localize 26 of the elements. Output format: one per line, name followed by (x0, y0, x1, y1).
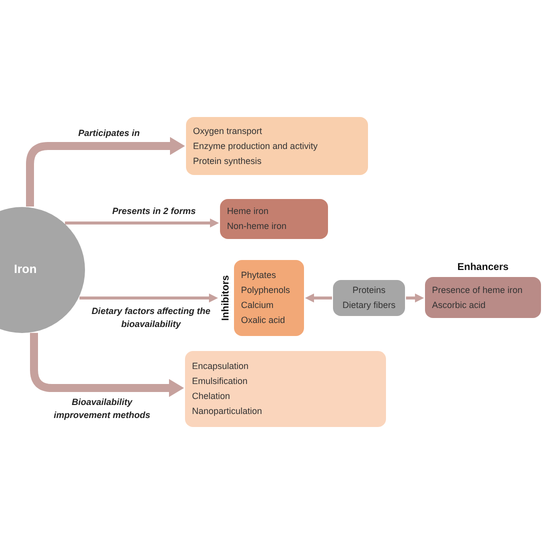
list-item: Proteins (352, 284, 386, 297)
arrow (79, 294, 218, 302)
list-item: Calcium (241, 299, 274, 312)
list-item: Presence of heme iron (432, 284, 523, 296)
list-item: Oxygen transport (193, 124, 262, 138)
list-item: Ascorbic acid (432, 298, 486, 312)
list-item: Nanoparticulation (192, 405, 262, 418)
list-item: Heme iron (227, 205, 269, 218)
arrow (26, 137, 185, 206)
list-item: Protein synthesis (193, 154, 262, 168)
group-heading: Inhibitors (220, 275, 232, 321)
group-heading: Enhancers (456, 262, 510, 273)
arrow (30, 332, 184, 397)
list-item: Chelation (192, 390, 230, 403)
list-item: Non-heme iron (227, 220, 287, 233)
arrow (406, 294, 424, 302)
list-item: Dietary fibers (342, 299, 396, 312)
list-item: Encapsulation (192, 360, 249, 373)
list-item: Phytates (241, 269, 276, 282)
list-item: Emulsification (192, 375, 248, 388)
list-item: Polyphenols (241, 284, 290, 297)
list-item: Enzyme production and activity (193, 140, 318, 153)
arrow (64, 218, 219, 228)
node-title: Iron (14, 262, 37, 276)
list-item: Oxalic acid (241, 314, 286, 327)
arrow (305, 294, 332, 302)
